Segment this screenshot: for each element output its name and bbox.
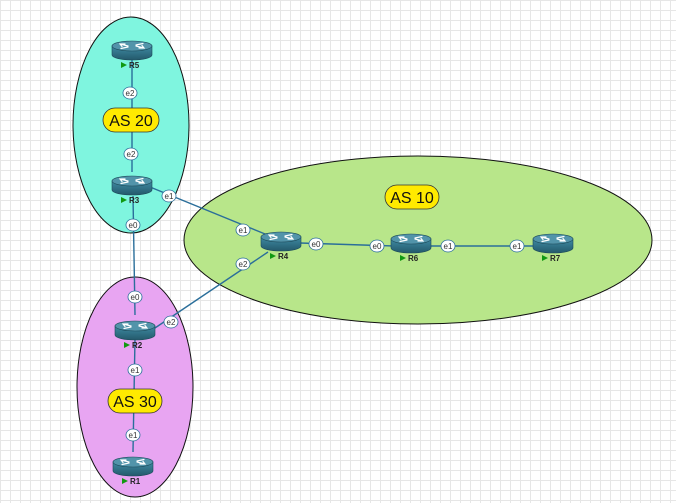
iface-r6-e0[interactable]: e0 <box>369 239 385 253</box>
router-r2[interactable]: R2 <box>114 320 156 350</box>
router-label: R1 <box>130 477 141 486</box>
svg-text:e0: e0 <box>129 221 138 230</box>
svg-text:AS 20: AS 20 <box>109 113 153 130</box>
iface-r2-e0[interactable]: e0 <box>127 290 143 304</box>
play-icon <box>542 255 548 261</box>
router-r3[interactable]: R3 <box>111 175 153 205</box>
svg-text:e2: e2 <box>127 150 136 159</box>
svg-text:e1: e1 <box>131 366 140 375</box>
as-labels: AS 20 AS 10 AS 30 <box>102 107 440 414</box>
svg-text:AS 10: AS 10 <box>390 190 434 207</box>
routers: R5 R3 R4 R6 R7 R2 R1 <box>111 40 574 486</box>
play-icon <box>122 478 128 484</box>
iface-r2-e2[interactable]: e2 <box>163 315 179 329</box>
svg-text:e0: e0 <box>131 293 140 302</box>
svg-text:e0: e0 <box>312 240 321 249</box>
router-r7[interactable]: R7 <box>532 233 574 263</box>
router-label: R7 <box>550 254 561 263</box>
router-label: R2 <box>132 341 143 350</box>
router-icon <box>390 233 432 254</box>
iface-r1-e1[interactable]: e1 <box>125 428 141 442</box>
iface-r4-e1[interactable]: e1 <box>235 223 251 237</box>
router-icon <box>112 456 154 477</box>
router-r6[interactable]: R6 <box>390 233 432 263</box>
router-icon <box>114 320 156 341</box>
as30-label[interactable]: AS 30 <box>107 388 163 414</box>
iface-r7-e1[interactable]: e1 <box>509 239 525 253</box>
svg-text:e2: e2 <box>126 89 135 98</box>
iface-r3-e1[interactable]: e1 <box>161 189 177 203</box>
iface-r2-e1[interactable]: e1 <box>127 363 143 377</box>
iface-r3-e2[interactable]: e2 <box>123 147 139 161</box>
router-icon <box>111 40 153 61</box>
router-icon <box>532 233 574 254</box>
svg-text:e0: e0 <box>373 242 382 251</box>
svg-text:e1: e1 <box>239 226 248 235</box>
svg-text:e1: e1 <box>129 431 138 440</box>
as10-label[interactable]: AS 10 <box>384 184 440 210</box>
svg-text:e1: e1 <box>165 192 174 201</box>
router-icon <box>260 231 302 252</box>
router-icon <box>111 175 153 196</box>
svg-text:AS 30: AS 30 <box>113 394 157 411</box>
play-icon <box>124 342 130 348</box>
as20-label[interactable]: AS 20 <box>102 107 160 133</box>
play-icon <box>121 62 127 68</box>
iface-r4-e0[interactable]: e0 <box>308 237 324 251</box>
router-label: R4 <box>278 252 289 261</box>
router-r5[interactable]: R5 <box>111 40 153 70</box>
router-r1[interactable]: R1 <box>112 456 154 486</box>
iface-r4-e2[interactable]: e2 <box>235 257 251 271</box>
router-r4[interactable]: R4 <box>260 231 302 261</box>
router-label: R5 <box>129 61 140 70</box>
play-icon <box>400 255 406 261</box>
iface-r5-e2[interactable]: e2 <box>122 86 138 100</box>
as-zones <box>72 16 653 498</box>
svg-text:e2: e2 <box>167 318 176 327</box>
play-icon <box>121 197 127 203</box>
router-label: R6 <box>408 254 419 263</box>
svg-text:e2: e2 <box>239 260 248 269</box>
svg-text:e1: e1 <box>513 242 522 251</box>
svg-text:e1: e1 <box>444 242 453 251</box>
iface-r3-e0[interactable]: e0 <box>125 218 141 232</box>
iface-r6-e1[interactable]: e1 <box>440 239 456 253</box>
play-icon <box>270 253 276 259</box>
router-label: R3 <box>129 196 140 205</box>
interface-badges: e2 e2 e1 e1 e0 e0 e0 e0 <box>122 86 525 442</box>
